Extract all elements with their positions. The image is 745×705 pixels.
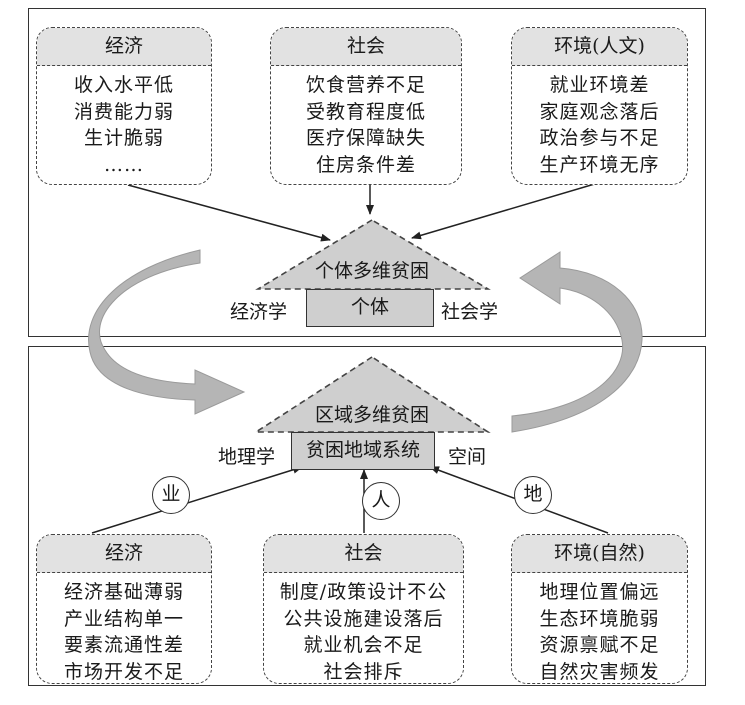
box-item: 住房条件差 <box>315 153 416 176</box>
individual-core-box: 个体 <box>306 289 434 327</box>
top-environment-box: 环境(人文) 就业环境差 家庭观念落后 政治参与不足 生产环境无序 <box>511 27 688 185</box>
circle-label-land: 地 <box>514 476 552 514</box>
regional-roof-label: 区域多维贫困 <box>314 404 429 426</box>
circle-label-industry: 业 <box>152 476 190 514</box>
box-title: 社会 <box>271 28 461 66</box>
bottom-economy-box: 经济 经济基础薄弱 产业结构单一 要素流通性差 市场开发不足 <box>36 534 212 684</box>
individual-roof-label: 个体多维贫困 <box>314 260 429 282</box>
box-item: 生计脆弱 <box>83 127 164 149</box>
box-title: 环境(人文) <box>512 28 687 66</box>
box-item: 资源禀赋不足 <box>539 634 660 656</box>
box-item: 公共设施建设落后 <box>283 607 444 630</box>
box-title: 经济 <box>37 535 211 573</box>
box-item: 医疗保障缺失 <box>305 127 426 149</box>
individual-roof-triangle <box>255 219 491 290</box>
geography-label: 地理学 <box>218 446 276 468</box>
top-society-box: 社会 饮食营养不足 受教育程度低 医疗保障缺失 住房条件差 <box>270 27 462 185</box>
box-item: 地理位置偏远 <box>539 581 660 603</box>
box-item: 产业结构单一 <box>63 607 184 630</box>
bottom-society-box: 社会 制度/政策设计不公 公共设施建设落后 就业机会不足 社会排斥 <box>263 534 464 684</box>
box-item: 就业机会不足 <box>303 634 424 656</box>
box-item: 要素流通性差 <box>63 634 184 656</box>
box-item: 政治参与不足 <box>539 127 660 149</box>
arrow-economy-to-individual <box>127 184 331 242</box>
box-item: 受教育程度低 <box>305 100 426 123</box>
box-item: 收入水平低 <box>73 74 174 96</box>
arrow-economy-to-region <box>91 465 303 534</box>
box-title: 社会 <box>264 535 463 573</box>
box-item: 家庭观念落后 <box>539 100 660 123</box>
regional-core-box: 贫困地域系统 <box>291 432 435 470</box>
curved-arrow-left <box>88 249 246 415</box>
box-item: 社会排斥 <box>323 660 404 683</box>
box-item: 生产环境无序 <box>539 153 660 176</box>
box-title: 环境(自然) <box>512 535 687 573</box>
box-item: 经济基础薄弱 <box>63 581 184 603</box>
box-item: 饮食营养不足 <box>305 74 426 96</box>
box-item: 自然灾害频发 <box>539 660 660 683</box>
box-item: 生态环境脆弱 <box>539 607 660 630</box>
arrow-environment-to-individual <box>411 182 599 240</box>
box-title: 经济 <box>37 28 211 66</box>
curved-arrow-right <box>511 251 643 433</box>
box-item: …… <box>104 153 144 176</box>
top-economy-box: 经济 收入水平低 消费能力弱 生计脆弱 …… <box>36 27 212 185</box>
space-label: 空间 <box>448 446 487 468</box>
circle-label-people: 人 <box>362 482 400 520</box>
box-item: 制度/政策设计不公 <box>279 581 448 603</box>
sociology-label: 社会学 <box>441 301 499 323</box>
box-item: 市场开发不足 <box>63 660 184 683</box>
economics-label: 经济学 <box>230 301 288 323</box>
box-item: 消费能力弱 <box>73 100 174 123</box>
box-item: 就业环境差 <box>549 74 650 96</box>
bottom-environment-box: 环境(自然) 地理位置偏远 生态环境脆弱 资源禀赋不足 自然灾害频发 <box>511 534 688 684</box>
